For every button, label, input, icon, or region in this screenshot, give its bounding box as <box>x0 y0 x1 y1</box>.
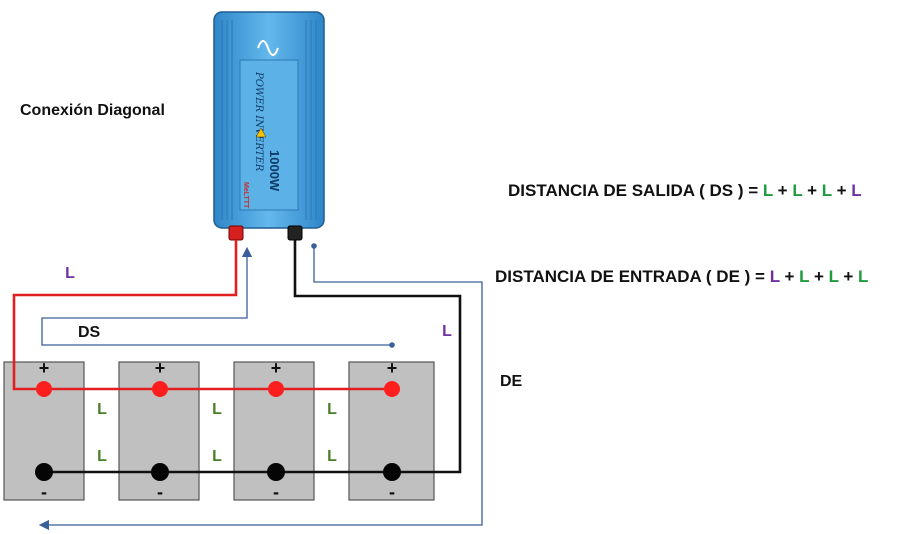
plus-sign: + <box>39 358 50 378</box>
l-label: L <box>97 401 107 418</box>
ds-equation-term: L <box>792 181 802 200</box>
battery-3-negative-terminal <box>267 463 285 481</box>
de-equation-term: L <box>829 267 839 286</box>
diagram-title: Conexión Diagonal <box>20 102 165 119</box>
ds-equation-term: L <box>851 181 861 200</box>
warning-icon <box>255 127 267 138</box>
battery-4-negative-terminal <box>383 463 401 481</box>
inverter-negative-terminal <box>287 225 303 241</box>
minus-sign: - <box>273 482 279 502</box>
plus-operator: + <box>809 267 828 286</box>
battery-bank <box>3 361 435 501</box>
plus-sign: + <box>271 358 282 378</box>
battery-3-positive-terminal <box>268 381 284 397</box>
l-label: L <box>97 448 107 465</box>
battery-4-positive-terminal <box>384 381 400 397</box>
inverter-brand: MeLTTT <box>242 182 249 209</box>
plus-sign: + <box>387 358 398 378</box>
ds-line-start-dot <box>389 342 395 348</box>
plus-operator: + <box>780 267 799 286</box>
negative-wire <box>44 240 462 474</box>
de-label: DE <box>500 373 523 390</box>
positive-terminals <box>36 381 400 397</box>
plus-sign: + <box>155 358 166 378</box>
ds-equation: DISTANCIA DE SALIDA ( DS ) = L + L + L +… <box>508 181 862 200</box>
ds-equation-term: L <box>822 181 832 200</box>
positive-wire <box>12 240 392 391</box>
de-equation-prefix: DISTANCIA DE ENTRADA ( DE ) = <box>495 267 770 286</box>
de-equation-term: L <box>770 267 780 286</box>
ds-equation-term: L <box>763 181 773 200</box>
inverter-positive-terminal <box>228 225 244 241</box>
plus-operator: + <box>802 181 821 200</box>
l-label-top: L <box>65 265 75 282</box>
l-label-right: L <box>442 323 452 340</box>
plus-operator: + <box>832 181 851 200</box>
ds-equation-prefix: DISTANCIA DE SALIDA ( DS ) = <box>508 181 763 200</box>
de-line-start-dot <box>311 243 317 249</box>
battery-2-negative-terminal <box>151 463 169 481</box>
negative-terminals <box>35 463 401 481</box>
de-equation-term: L <box>799 267 809 286</box>
l-label: L <box>327 448 337 465</box>
minus-sign: - <box>389 482 395 502</box>
de-equation-term: L <box>858 267 868 286</box>
l-label: L <box>212 401 222 418</box>
l-label: L <box>212 448 222 465</box>
inverter-name: POWER INVERTER <box>253 71 264 172</box>
battery-1-positive-terminal <box>36 381 52 397</box>
sine-wave-icon <box>257 40 279 56</box>
plus-operator: + <box>773 181 792 200</box>
de-measure-line <box>38 246 483 531</box>
l-label: L <box>327 401 337 418</box>
plus-operator: + <box>839 267 858 286</box>
ds-label: DS <box>78 324 101 341</box>
ds-measure-line <box>41 246 392 346</box>
minus-sign: - <box>41 482 47 502</box>
battery-2-positive-terminal <box>152 381 168 397</box>
battery-1-negative-terminal <box>35 463 53 481</box>
minus-sign: - <box>157 482 163 502</box>
power-inverter: POWER INVERTER 1000W MeLTTT <box>213 11 325 241</box>
de-equation: DISTANCIA DE ENTRADA ( DE ) = L + L + L … <box>495 267 868 286</box>
inverter-rating: 1000W <box>267 150 282 192</box>
